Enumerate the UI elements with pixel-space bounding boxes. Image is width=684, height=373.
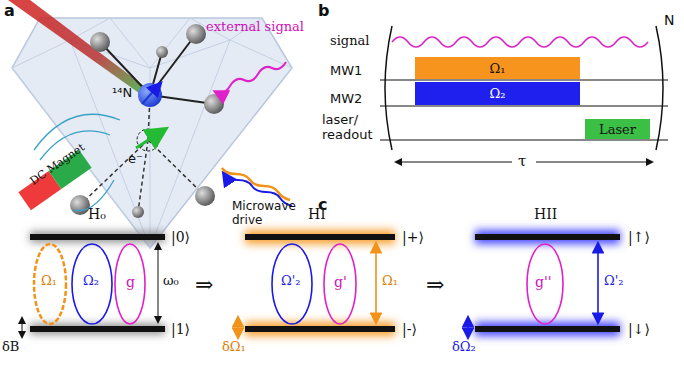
drive-label: Microwave drive: [232, 200, 292, 228]
atom-label: ¹⁴N: [112, 86, 132, 101]
signal-label: external signal: [206, 20, 304, 35]
coupling-label: g: [126, 274, 135, 290]
pulse-label: Laser: [599, 122, 636, 137]
rabi-label: Ω'₂: [604, 274, 624, 289]
hamiltonian-label: HI: [308, 206, 326, 222]
rabi-label: Ω₂: [83, 274, 99, 289]
state-label: |↑⟩: [628, 229, 650, 245]
rabi-label: Ω'₂: [281, 274, 301, 289]
hamiltonian-label: HII: [534, 206, 557, 222]
state-label: |-⟩: [402, 321, 417, 337]
laser-pulse-box: Laser: [585, 119, 650, 139]
frequency-label: ω₀: [163, 274, 179, 289]
noise-label: δB: [2, 340, 19, 355]
panel-letter: a: [4, 2, 15, 20]
hamiltonian-label: H₀: [88, 206, 106, 222]
coupling-label: g'': [535, 274, 552, 290]
row-label: MW1: [330, 64, 362, 79]
state-label: |↓⟩: [628, 321, 650, 337]
row-label: laser/ readout: [322, 113, 378, 143]
pulse-box: Ω₁: [415, 57, 580, 79]
rabi-label: Ω₁: [41, 274, 57, 289]
transform-arrow: ⇒: [195, 272, 213, 297]
tau-label: τ: [518, 153, 526, 170]
state-label: |+⟩: [402, 229, 424, 245]
state-label: |1⟩: [171, 321, 190, 337]
repeat-label: N: [664, 12, 674, 28]
state-label: |0⟩: [171, 229, 190, 245]
noise-label: δΩ₁: [222, 340, 246, 355]
noise-label: δΩ₂: [452, 340, 476, 355]
pulse-label: Ω₂: [490, 86, 506, 101]
pulse-box: Ω₂: [415, 82, 580, 105]
transform-arrow: ⇒: [426, 272, 444, 297]
coupling-label: g': [334, 274, 347, 290]
rabi-label: Ω₁: [382, 274, 398, 289]
panel-letter: b: [318, 2, 329, 20]
row-label: signal: [330, 34, 369, 49]
pulse-label: Ω₁: [490, 61, 506, 76]
electron-label: e⁻: [128, 152, 143, 167]
row-label: MW2: [330, 92, 362, 107]
